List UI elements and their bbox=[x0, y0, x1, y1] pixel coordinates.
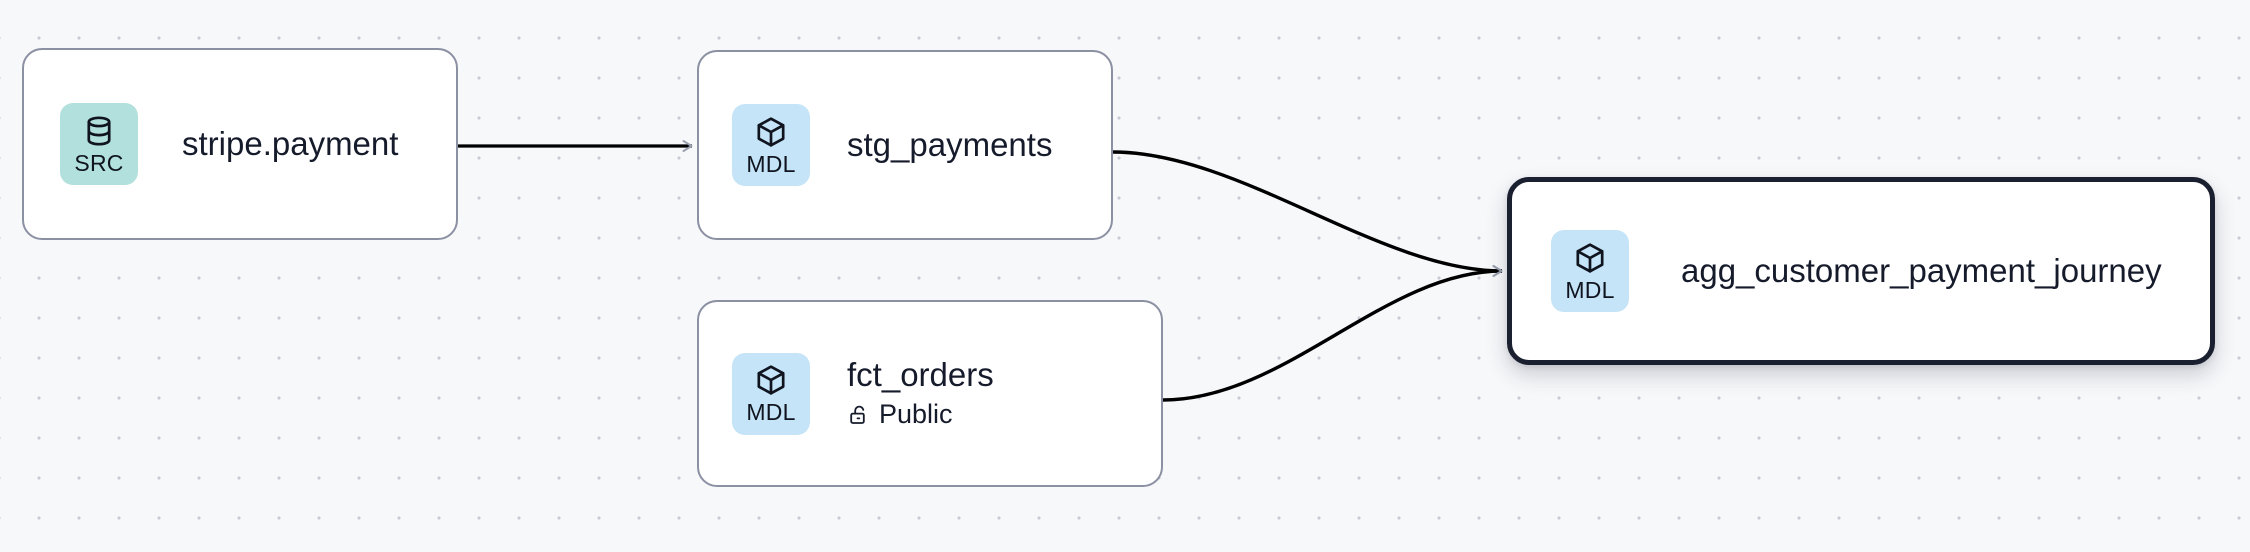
node-agg-customer-payment-journey[interactable]: MDL agg_customer_payment_journey bbox=[1507, 177, 2215, 365]
node-stripe-payment[interactable]: SRC stripe.payment bbox=[22, 48, 458, 240]
badge-label: SRC bbox=[74, 149, 124, 176]
cube-icon bbox=[1576, 242, 1604, 273]
node-body: stripe.payment bbox=[182, 124, 399, 163]
badge-label: MDL bbox=[746, 150, 796, 177]
node-type-badge-mdl: MDL bbox=[732, 104, 810, 186]
node-type-badge-mdl: MDL bbox=[1551, 230, 1629, 312]
node-title: stripe.payment bbox=[182, 124, 399, 162]
cube-icon bbox=[757, 365, 785, 395]
unlock-icon bbox=[850, 405, 865, 424]
cube-icon bbox=[757, 116, 785, 147]
badge-label: MDL bbox=[1565, 276, 1615, 303]
node-visibility: Public bbox=[847, 399, 994, 430]
node-body: stg_payments bbox=[847, 125, 1053, 164]
node-title: agg_customer_payment_journey bbox=[1681, 251, 2162, 289]
node-title: stg_payments bbox=[847, 125, 1053, 163]
edge-fct-to-agg bbox=[1162, 265, 1503, 402]
node-body: agg_customer_payment_journey bbox=[1681, 251, 2162, 290]
database-icon bbox=[87, 115, 111, 146]
node-fct-orders[interactable]: MDL fct_orders Public bbox=[697, 300, 1163, 487]
node-type-badge-mdl: MDL bbox=[732, 352, 810, 435]
node-title: fct_orders bbox=[847, 355, 994, 393]
node-body: fct_orders Public bbox=[847, 355, 994, 431]
node-visibility-label: Public bbox=[879, 399, 953, 430]
node-type-badge-src: SRC bbox=[60, 103, 138, 185]
node-stg-payments[interactable]: MDL stg_payments bbox=[697, 50, 1113, 240]
badge-label: MDL bbox=[746, 399, 796, 425]
edge-stg-to-agg bbox=[1112, 150, 1503, 277]
